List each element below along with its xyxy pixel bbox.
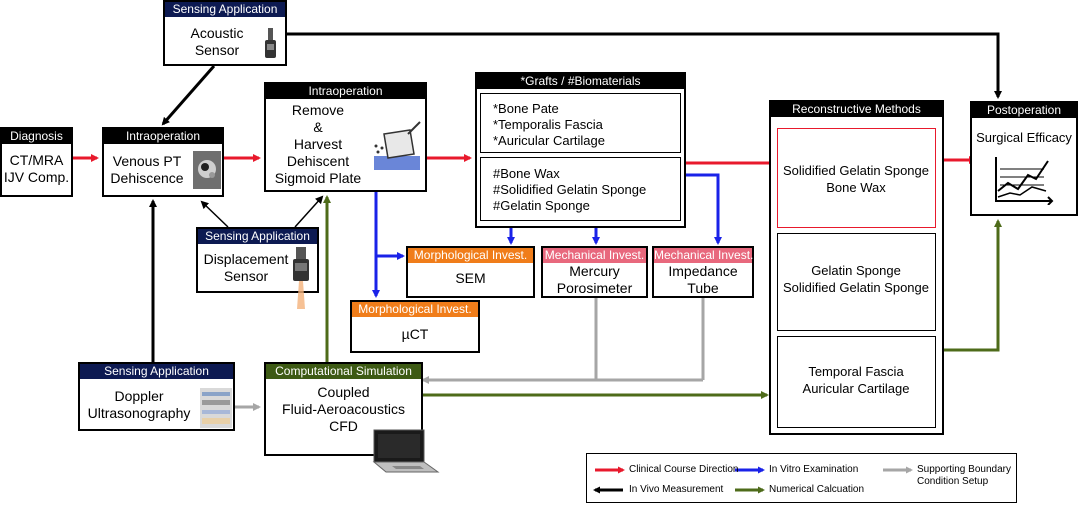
legend-boundary: Supporting Boundary Condition Setup: [917, 464, 1011, 487]
intraoperation-harvest-node: Intraoperation Remove & Harvest Dehiscen…: [264, 82, 427, 192]
reconstructive-methods-node: Reconstructive Methods Solidified Gelati…: [769, 100, 944, 435]
node-label: SEM: [455, 270, 486, 286]
node-header: Reconstructive Methods: [771, 102, 942, 117]
method-fascia-cartilage[interactable]: Temporal Fascia Auricular Cartilage: [777, 336, 936, 428]
laptop-icon: [372, 429, 440, 473]
node-label: Coupled Fluid-Aeroacoustics CFD: [282, 384, 405, 434]
node-header: Postoperation: [972, 103, 1076, 118]
graft-item: *Temporalis Fascia: [493, 117, 603, 132]
node-header: Morphological Invest.: [408, 248, 533, 263]
node-label: Remove & Harvest Dehiscent Sigmoid Plate: [274, 102, 362, 186]
node-label: Displacement Sensor: [203, 251, 289, 284]
method-gelatin-sponge[interactable]: Gelatin Sponge Solidified Gelatin Sponge: [777, 233, 936, 331]
node-label: µCT: [401, 326, 429, 342]
node-header: *Grafts / #Biomaterials: [477, 74, 684, 89]
method-label: Temporal Fascia Auricular Cartilage: [802, 364, 910, 396]
displacement-sensor-node: Sensing Application Displacement Sensor: [196, 227, 319, 309]
method-gelatin-wax[interactable]: Solidified Gelatin Sponge Bone Wax: [777, 128, 936, 228]
graft-item: *Auricular Cartilage: [493, 133, 605, 148]
node-label: Mercury Porosimeter: [556, 263, 633, 296]
node-header: Sensing Application: [198, 229, 317, 244]
method-label: Solidified Gelatin Sponge Bone Wax: [783, 163, 929, 195]
node-header: Morphological Invest.: [352, 302, 478, 317]
biomaterial-item: #Solidified Gelatin Sponge: [493, 182, 647, 197]
arrow-grafts-impedance: [686, 173, 722, 245]
legend: Clinical Course Direction In Vitro Exami…: [586, 453, 1017, 503]
diagnosis-node: Diagnosis CT/MRA IJV Comp.: [0, 127, 73, 197]
node-header: Sensing Application: [165, 2, 285, 17]
legend-invitro: In Vitro Examination: [769, 464, 859, 475]
ultrasound-image-icon: [200, 388, 232, 428]
grafts-list: *Bone Pate *Temporalis Fascia *Auricular…: [480, 93, 681, 153]
node-header: Mechanical Invest.: [654, 248, 754, 263]
displacement-sensor-icon: [293, 247, 309, 309]
acoustic-sensor-icon: [265, 28, 276, 58]
legend-invivo: In Vivo Measurement: [629, 484, 724, 495]
acoustic-sensor-node: Sensing Application Acoustic Sensor: [163, 0, 287, 66]
postoperation-node: Postoperation Surgical Efficacy: [970, 101, 1078, 216]
mercury-porosimeter-node: Mechanical Invest. Mercury Porosimeter: [541, 246, 648, 298]
legend-clinical: Clinical Course Direction: [629, 464, 739, 475]
method-label: Gelatin Sponge Solidified Gelatin Sponge: [783, 263, 929, 295]
node-header: Intraoperation: [266, 84, 425, 99]
ct-scan-icon: [193, 151, 221, 189]
bone-plate-icon: [374, 121, 421, 170]
uct-node: Morphological Invest. µCT: [350, 300, 480, 353]
node-header: Sensing Application: [80, 364, 233, 379]
biomaterials-list: #Bone Wax #Solidified Gelatin Sponge #Ge…: [480, 157, 681, 221]
arrow-remove-sem: [374, 192, 405, 260]
node-label: Surgical Efficacy: [976, 130, 1072, 145]
node-header: Computational Simulation: [266, 364, 421, 379]
arrow-displacement-intraop: [200, 200, 229, 228]
arrow-methods-postop-green: [941, 219, 1002, 352]
biomaterial-item: #Gelatin Sponge: [493, 198, 590, 213]
legend-numerical: Numerical Calcuation: [769, 484, 865, 495]
doppler-ultrasonography-node: Sensing Application Doppler Ultrasonogra…: [78, 362, 235, 431]
sem-node: Morphological Invest. SEM: [406, 246, 535, 298]
intraoperation-dehiscence-node: Intraoperation Venous PT Dehiscence: [102, 127, 224, 197]
node-label: Impedance Tube: [668, 263, 738, 296]
node-header: Mechanical Invest.: [543, 248, 646, 263]
grafts-biomaterials-node: *Grafts / #Biomaterials *Bone Pate *Temp…: [475, 72, 686, 228]
arrow-displacement-remove: [294, 195, 324, 228]
node-label: CT/MRA IJV Comp.: [3, 152, 70, 185]
biomaterial-item: #Bone Wax: [493, 166, 560, 181]
arrow-acoustic-intraop: [161, 65, 216, 126]
efficacy-chart-icon: [995, 157, 1054, 205]
arrow-acoustic-postop: [285, 32, 1002, 99]
node-label: Acoustic Sensor: [190, 25, 244, 58]
impedance-tube-node: Mechanical Invest. Impedance Tube: [652, 246, 754, 298]
node-header: Diagnosis: [2, 129, 71, 144]
node-header: Intraoperation: [104, 129, 222, 144]
node-label: Doppler Ultrasonography: [87, 388, 191, 421]
legend-swatches: [593, 466, 913, 494]
graft-item: *Bone Pate: [493, 101, 559, 116]
node-label: Venous PT Dehiscence: [110, 153, 184, 186]
